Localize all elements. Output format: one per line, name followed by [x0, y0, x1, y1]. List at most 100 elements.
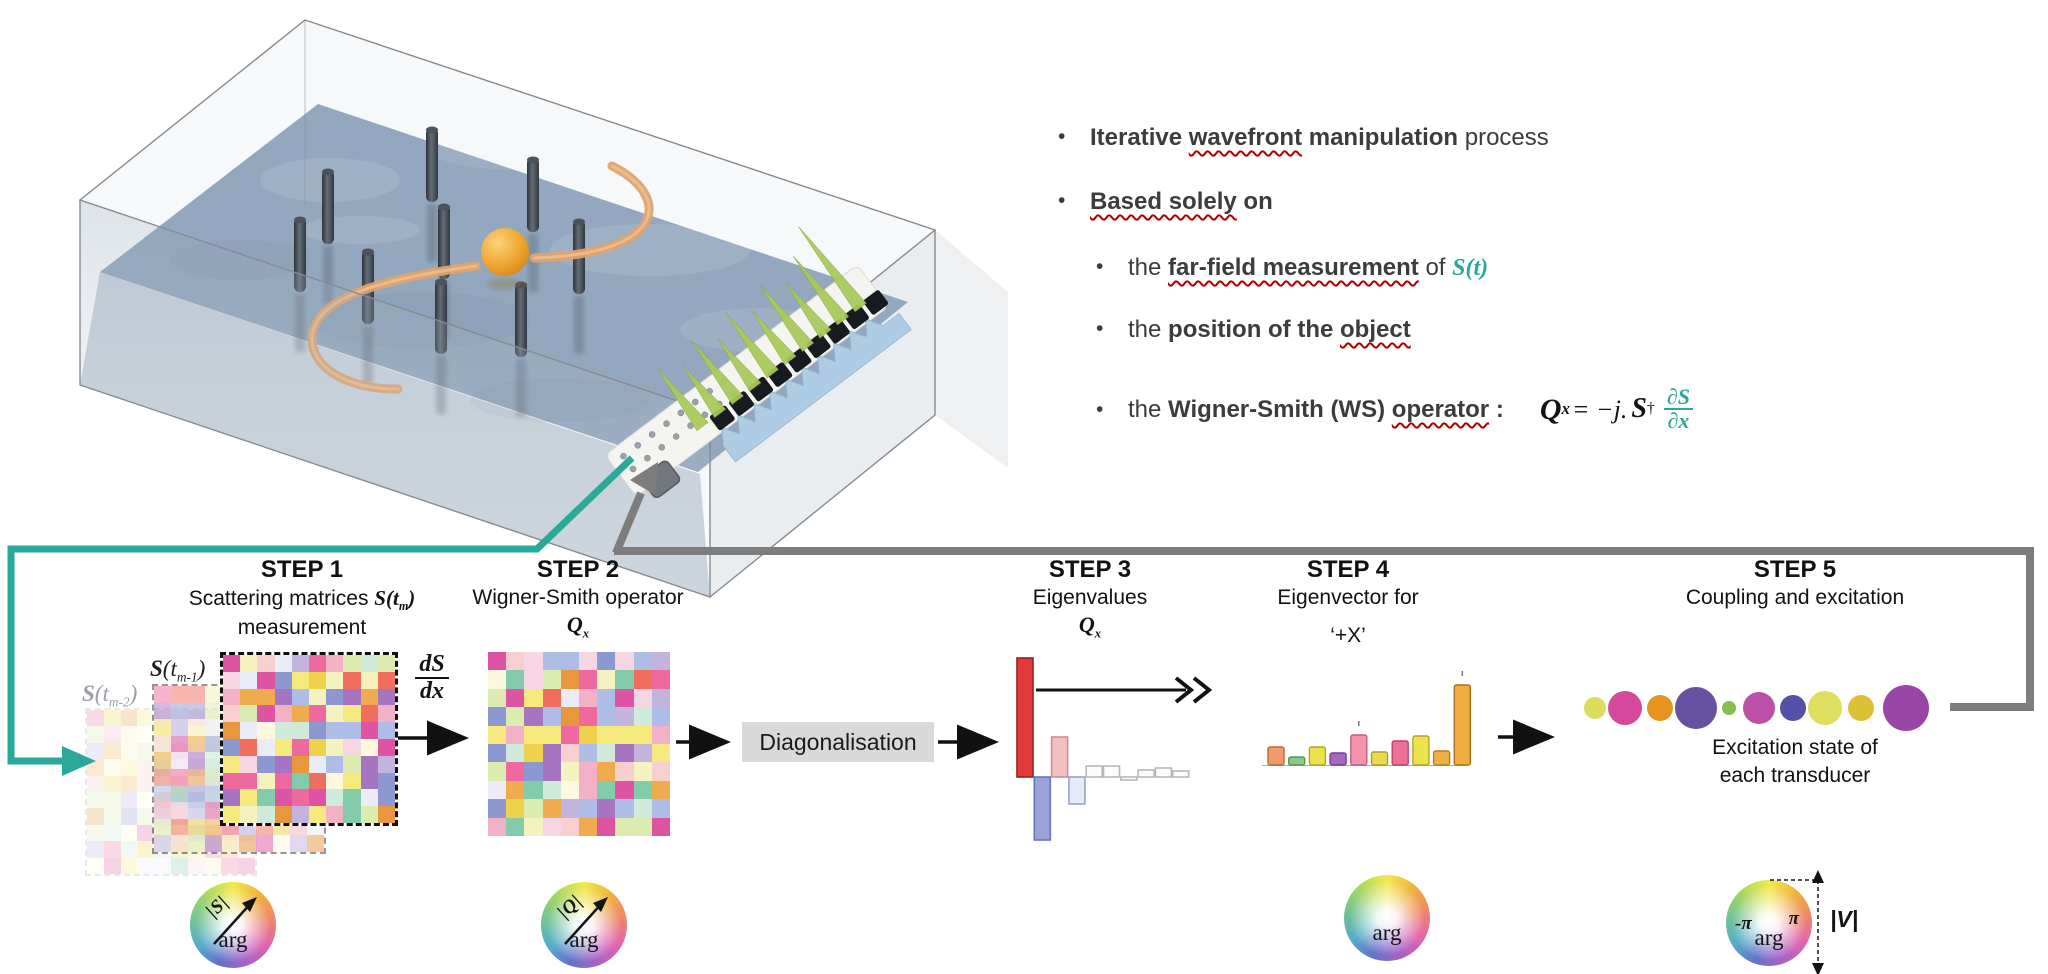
matrix-cell — [560, 780, 579, 800]
matrix-cell — [615, 670, 634, 689]
matrix-cell — [615, 743, 634, 763]
matrix-cell — [291, 789, 309, 807]
bullet-marker: • — [1096, 255, 1104, 278]
matrix-cell — [651, 688, 670, 708]
step3-subtitle: Eigenvalues — [1032, 586, 1148, 609]
step2-header: STEP 2 Wigner-Smith operator Qx — [472, 556, 683, 641]
matrix-cell — [377, 671, 395, 689]
eigenvector-bar — [1432, 750, 1451, 766]
arg-label: arg — [1754, 924, 1784, 950]
eigenvalues-chart — [1016, 657, 1213, 841]
matrix-cell — [256, 835, 273, 852]
matrix-cell — [240, 738, 258, 756]
emitted-wave-spikes — [656, 226, 867, 432]
eigenvalue-bar — [1154, 767, 1173, 778]
matrix-cell — [291, 755, 309, 773]
matrix-cell — [187, 857, 205, 874]
matrix-cell — [615, 817, 634, 836]
matrix-cell — [223, 705, 241, 723]
matrix-cell — [360, 722, 378, 739]
matrix-cell — [87, 742, 104, 760]
matrix-cell — [188, 802, 205, 819]
matrix-cell — [103, 808, 121, 825]
eigenvalue-bar — [1137, 769, 1155, 778]
matrix-cell — [223, 671, 241, 689]
matrix-cell — [221, 857, 239, 874]
matrix-cell — [274, 789, 292, 807]
matrix-cell — [615, 707, 634, 726]
matrix-cell — [377, 722, 395, 739]
matrix-cell — [171, 752, 188, 769]
matrix-cell — [223, 722, 241, 739]
matrix-cell — [615, 799, 634, 818]
matrix-cell — [597, 799, 616, 818]
matrix-label-S-tm1: S(tm-1) — [150, 656, 206, 685]
matrix-cell — [240, 722, 258, 739]
matrix-cell — [103, 775, 121, 792]
matrix-cell — [239, 835, 256, 852]
matrix-cell — [291, 705, 309, 723]
step1-title: STEP 1 — [260, 556, 344, 583]
matrix-cell — [524, 670, 543, 689]
matrix-cell — [542, 707, 561, 726]
matrix-cell — [542, 799, 561, 818]
matrix-cell — [343, 722, 361, 739]
bullet-item-2: • Based solely on — [1058, 186, 1273, 217]
matrix-cell — [560, 688, 579, 708]
eigenvalue-bar — [1050, 736, 1069, 778]
matrix-cell — [171, 719, 188, 736]
matrix-cell — [171, 802, 188, 819]
matrix-cell — [87, 824, 104, 842]
matrix-cell — [326, 806, 344, 823]
matrix-cell — [506, 688, 525, 708]
eigenvalue-bar — [1016, 657, 1034, 778]
matrix-cell — [188, 769, 205, 786]
arg-label: arg — [218, 926, 248, 952]
matrix-cell — [579, 688, 598, 708]
matrix-cell — [326, 655, 344, 672]
bullet-text: the position of the object — [1128, 316, 1411, 343]
matrix-cell — [205, 802, 222, 819]
matrix-cell — [488, 707, 507, 726]
matrix-cell — [524, 707, 543, 726]
matrix-cell — [377, 806, 395, 823]
arg-label: arg — [569, 926, 599, 952]
matrix-cell — [240, 772, 258, 790]
matrix-cell — [188, 702, 205, 720]
matrix-cell — [171, 818, 188, 836]
matrix-cell — [154, 752, 171, 769]
matrix-cell — [240, 655, 258, 672]
eigenvalue-bar — [1033, 776, 1052, 841]
eigenvalue-bar — [1120, 776, 1138, 781]
diagonalisation-label: Diagonalisation — [759, 728, 917, 755]
matrix-cell — [633, 817, 652, 836]
matrix-cell — [633, 780, 652, 800]
transducer-excitation-circle — [1608, 691, 1642, 725]
magnitude-arrow-icon — [213, 897, 257, 945]
matrix-cell — [137, 841, 155, 858]
matrix-cell — [651, 725, 670, 744]
matrix-cell — [291, 722, 309, 739]
matrix-cell — [223, 806, 241, 823]
matrix-cell — [560, 817, 579, 836]
matrix-cell — [488, 670, 507, 689]
matrix-cell — [240, 705, 258, 723]
matrix-cell — [309, 772, 327, 790]
matrix-cell — [87, 791, 104, 809]
step5-subtitle: Coupling and excitation — [1685, 586, 1905, 609]
matrix-cell — [103, 710, 121, 727]
matrix-cell — [377, 738, 395, 756]
magnitude-arrow-icon — [564, 897, 608, 945]
matrix-cell — [360, 772, 378, 790]
eigenvector-bar — [1370, 751, 1389, 766]
matrix-cell — [560, 725, 579, 744]
matrix-cell — [326, 722, 344, 739]
matrix-cell — [309, 705, 327, 723]
matrix-cell — [103, 742, 121, 760]
matrix-cell — [343, 755, 361, 773]
matrix-cell — [257, 705, 275, 723]
wigner-smith-operator-matrix — [488, 652, 670, 836]
magnitude-range-arrow — [1770, 870, 1824, 974]
matrix-cell — [171, 835, 188, 852]
